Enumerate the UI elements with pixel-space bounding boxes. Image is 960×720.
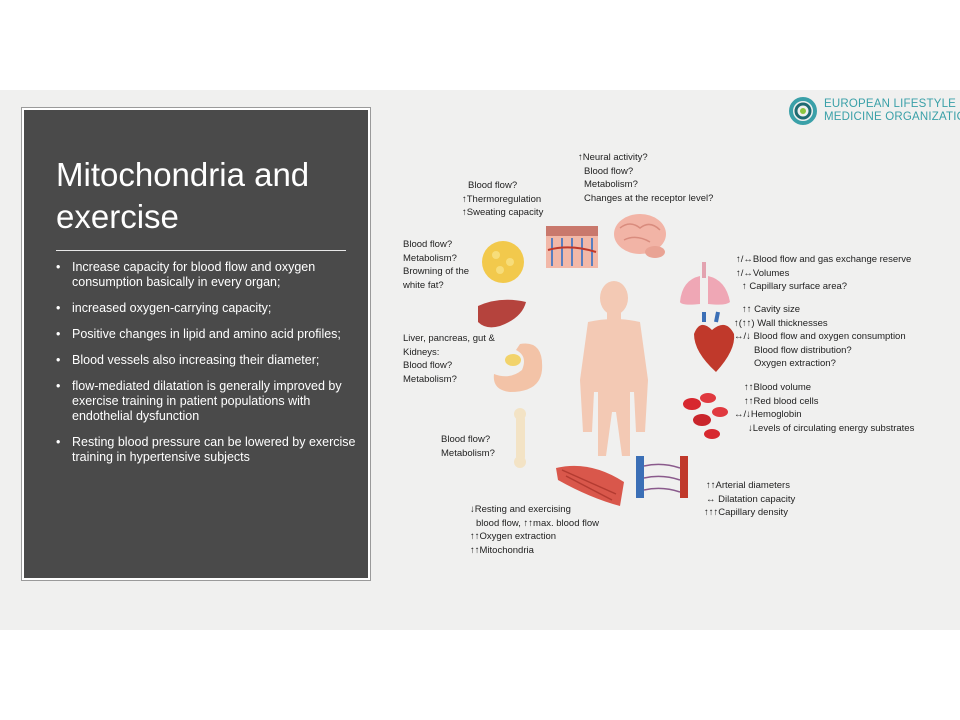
bullet-item: • Blood vessels also increasing their dia… xyxy=(56,353,356,368)
skin-label-line: ↑Sweating capacity xyxy=(462,207,544,218)
logo-icon xyxy=(789,97,817,125)
bullet-item: • flow-mediated dilatation is generally i… xyxy=(56,379,356,424)
heart-label-line: Oxygen extraction? xyxy=(754,358,836,369)
vessels-label: ↑↑Arterial diameters ↔ Dilatation capaci… xyxy=(704,479,795,520)
heart-label: ↑↑ Cavity size ↑(↑↑) Wall thicknesses ↔/… xyxy=(734,303,906,371)
muscle-label-line: ↑↑Mitochondria xyxy=(470,544,534,556)
blood-cells-icon xyxy=(683,393,728,439)
bullet-item: • Positive changes in lipid and amino aci… xyxy=(56,327,356,342)
fat-label-line: Browning of the xyxy=(403,266,470,277)
blood-label-line: ↑↑Blood volume xyxy=(744,382,812,393)
bullet-text: increased oxygen-carrying capacity; xyxy=(72,301,272,315)
gut-label-line: Kidneys: xyxy=(403,346,440,358)
capillary-bed-icon xyxy=(636,456,688,498)
heart-icon xyxy=(694,311,735,372)
heart-label-line: ↑↑ Cavity size xyxy=(742,304,801,315)
heart-label-line: ↑(↑↑) Wall thicknesses xyxy=(734,317,828,329)
bullet-text: Blood vessels also increasing their diam… xyxy=(72,353,320,367)
title-divider xyxy=(56,250,346,251)
brain-icon xyxy=(614,214,666,258)
brain-label-line: Changes at the receptor level? xyxy=(584,192,714,204)
bullet-icon: • xyxy=(56,379,61,393)
organization-logo: EUROPEAN LIFESTYLE MEDICINE ORGANIZATION xyxy=(788,96,960,126)
slide-title: Mitochondria and exercise xyxy=(56,154,356,238)
bullet-item: • Resting blood pressure can be lowered b… xyxy=(56,435,356,465)
bullet-text: flow-mediated dilatation is generally im… xyxy=(72,379,342,423)
muscle-icon xyxy=(556,465,624,506)
bullet-item: • Increase capacity for blood flow and ox… xyxy=(56,260,356,290)
bullet-icon: • xyxy=(56,435,61,449)
brain-label-line: Blood flow? xyxy=(584,165,634,177)
human-body-icon xyxy=(580,281,648,456)
bullet-icon: • xyxy=(56,327,61,341)
skin-label: Blood flow? ↑Thermoregulation ↑Sweating … xyxy=(462,179,543,220)
gut-label-line: Liver, pancreas, gut & xyxy=(403,333,495,344)
lungs-label-line: ↑/↔Volumes xyxy=(736,267,790,279)
bullet-list: • Increase capacity for blood flow and ox… xyxy=(56,260,356,476)
lungs-icon xyxy=(680,262,730,305)
text-panel: Mitochondria and exercise • Increase capa… xyxy=(21,107,371,581)
skin-label-line: ↑Thermoregulation xyxy=(462,193,542,205)
fat-label-line: Metabolism? xyxy=(403,252,457,264)
vessels-label-line: ↔ Dilatation capacity xyxy=(706,493,796,505)
fat-label-line: white fat? xyxy=(403,279,444,291)
bullet-text: Resting blood pressure can be lowered by… xyxy=(72,435,356,464)
fat-tissue-icon xyxy=(482,241,524,283)
muscle-label-line: blood flow, ↑↑max. blood flow xyxy=(476,517,600,529)
bullet-icon: • xyxy=(56,260,61,274)
muscle-label-line: ↓Resting and exercising xyxy=(470,504,571,515)
gut-label-line: Blood flow? xyxy=(403,360,453,371)
logo-line1: EUROPEAN LIFESTYLE xyxy=(824,98,957,110)
muscle-label-line: ↑↑Oxygen extraction xyxy=(470,531,557,542)
vessels-label-line: ↑↑↑Capillary density xyxy=(704,507,788,518)
lungs-label: ↑/↔Blood flow and gas exchange reserve ↑… xyxy=(736,253,911,294)
bullet-item: • increased oxygen-carrying capacity; xyxy=(56,301,356,316)
fat-label-line: Blood flow? xyxy=(403,239,453,250)
bone-icon xyxy=(514,408,526,468)
skin-label-line: Blood flow? xyxy=(468,180,518,191)
blood-label: ↑↑Blood volume ↑↑Red blood cells ↔/↓Hemo… xyxy=(734,381,915,435)
bone-label-line: Metabolism? xyxy=(441,447,495,459)
gut-label-line: Metabolism? xyxy=(403,373,457,385)
blood-label-line: ↓Levels of circulating energy substrates xyxy=(748,422,915,434)
brain-label-line: ↑Neural activity? xyxy=(578,152,648,163)
logo-line2: MEDICINE ORGANIZATION xyxy=(824,111,960,123)
bullet-icon: • xyxy=(56,301,61,315)
gut-label: Liver, pancreas, gut & Kidneys: Blood fl… xyxy=(403,332,495,386)
stomach-icon xyxy=(493,343,543,392)
bullet-text: Increase capacity for blood flow and oxy… xyxy=(72,260,316,289)
blood-label-line: ↑↑Red blood cells xyxy=(744,395,819,407)
bone-label: Blood flow? Metabolism? xyxy=(441,433,495,460)
heart-label-line: Blood flow distribution? xyxy=(754,344,852,356)
brain-label: ↑Neural activity? Blood flow? Metabolism… xyxy=(578,151,713,205)
bullet-icon: • xyxy=(56,353,61,367)
bullet-text: Positive changes in lipid and amino acid… xyxy=(72,327,341,341)
blood-label-line: ↔/↓Hemoglobin xyxy=(734,409,802,420)
slide-title-line1: Mitochondria and xyxy=(56,156,310,193)
heart-label-line: ↔/↓ Blood flow and oxygen consumption xyxy=(734,331,906,342)
logo-text: EUROPEAN LIFESTYLE MEDICINE ORGANIZATION xyxy=(824,98,960,124)
slide-title-line2: exercise xyxy=(56,198,179,235)
vessels-label-line: ↑↑Arterial diameters xyxy=(706,480,790,491)
bone-label-line: Blood flow? xyxy=(441,434,491,445)
liver-icon xyxy=(478,299,526,328)
lungs-label-line: ↑/↔Blood flow and gas exchange reserve xyxy=(736,254,912,265)
lungs-label-line: ↑ Capillary surface area? xyxy=(742,281,848,292)
muscle-label: ↓Resting and exercising blood flow, ↑↑ma… xyxy=(470,503,599,557)
skin-icon xyxy=(546,226,598,268)
brain-label-line: Metabolism? xyxy=(584,179,638,190)
fat-label: Blood flow? Metabolism? Browning of the … xyxy=(403,238,469,292)
